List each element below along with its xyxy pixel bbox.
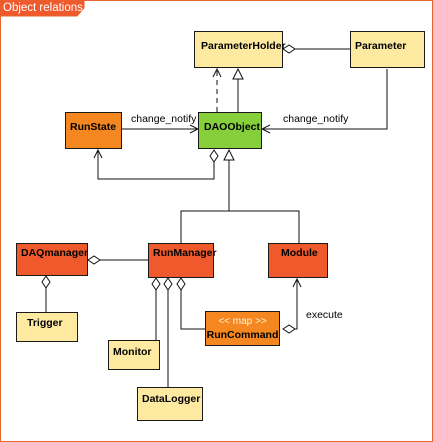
class-run-command[interactable]: << map >> RunCommand <box>205 311 280 346</box>
class-name: RunCommand <box>206 329 279 341</box>
class-name: DAQmanager <box>21 247 89 259</box>
class-dao-object[interactable]: DAOObject <box>198 112 262 149</box>
edge-label-parameter-change-notify: change_notify <box>283 113 349 125</box>
edge-runcommand-module-execute <box>283 279 297 329</box>
class-run-state[interactable]: RunState <box>65 112 122 149</box>
diagram-title: Object relations <box>3 2 83 14</box>
class-trigger[interactable]: Trigger <box>16 312 78 342</box>
class-monitor[interactable]: Monitor <box>108 340 160 370</box>
edge-parameter-change-notify <box>262 69 388 129</box>
class-run-manager[interactable]: RunManager <box>148 243 217 278</box>
edge-daoobject-runstate-aggregation <box>98 150 214 180</box>
class-name: DataLogger <box>142 393 201 405</box>
class-name: RunState <box>70 121 117 133</box>
class-stereotype: << map >> <box>218 316 267 327</box>
edge-label-execute: execute <box>306 309 343 321</box>
class-parameter[interactable]: Parameter <box>350 31 425 68</box>
class-name: Parameter <box>355 40 407 52</box>
class-name: ParameterHolder <box>201 40 286 52</box>
edge-runmanager-runcommand <box>176 277 205 330</box>
class-name: Trigger <box>27 317 63 329</box>
class-name: RunManager <box>153 247 217 259</box>
class-data-logger[interactable]: DataLogger <box>137 387 203 421</box>
class-parameter-holder[interactable]: ParameterHolder <box>194 31 286 68</box>
edge-generalization-tree <box>180 210 300 243</box>
edge-label-runstate-change-notify: change_notify <box>131 113 197 125</box>
class-daq-manager[interactable]: DAQmanager <box>16 243 88 276</box>
title-tab <box>0 0 85 17</box>
class-name: Module <box>281 247 318 259</box>
class-name: DAOObject <box>204 121 261 133</box>
class-module[interactable]: Module <box>268 243 328 278</box>
class-name: Monitor <box>113 346 152 358</box>
